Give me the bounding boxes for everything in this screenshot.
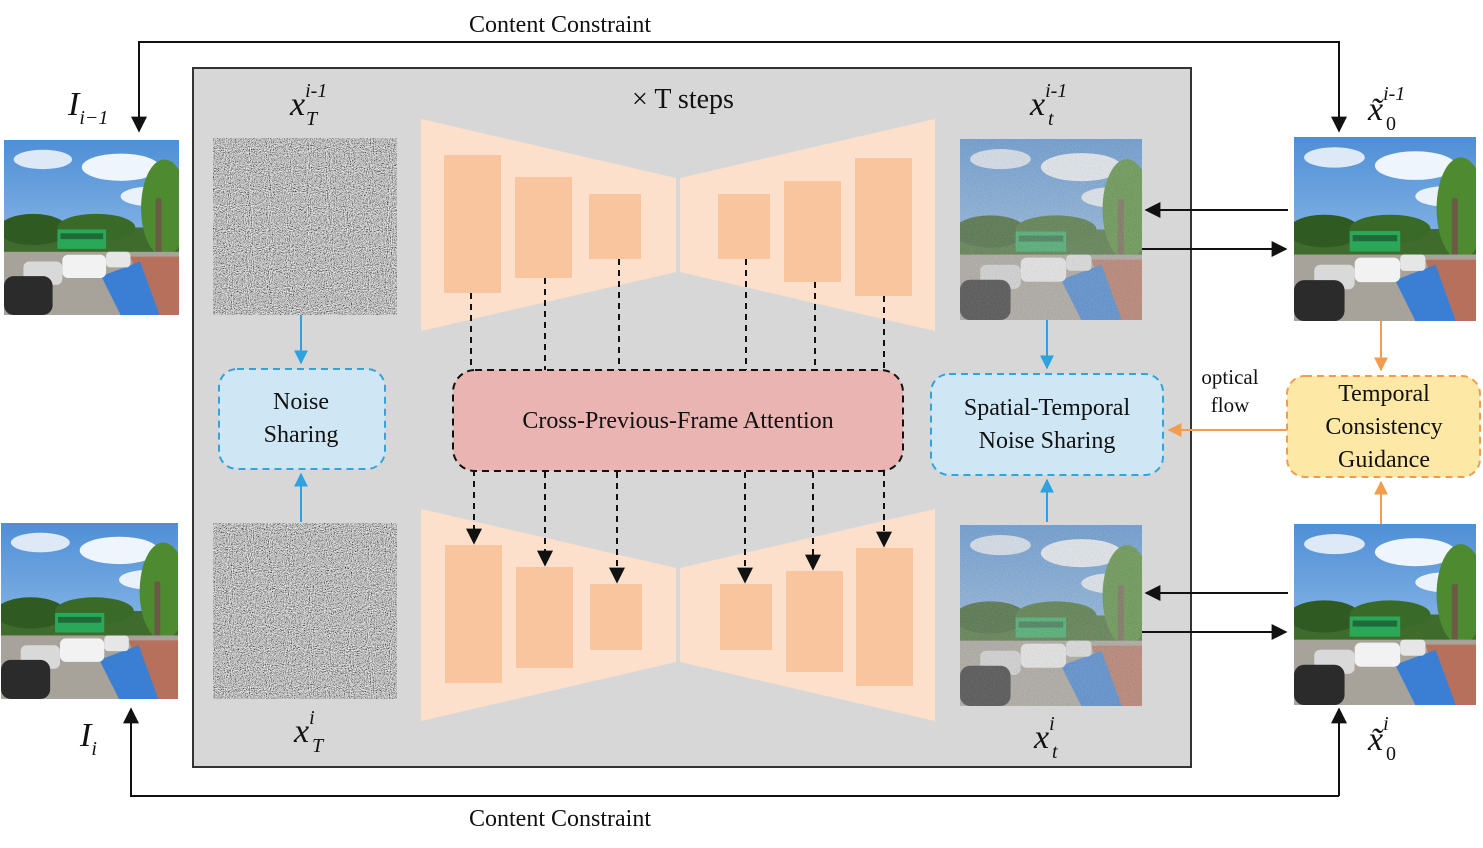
unet-block	[856, 548, 913, 686]
optical-flow-line2: flow	[1211, 393, 1250, 417]
unet-block	[445, 545, 502, 683]
noise-sharing-line2: Sharing	[264, 422, 339, 448]
optical-flow-line1: optical	[1201, 365, 1258, 389]
noisy-frame-cur	[960, 525, 1142, 706]
attention-outputs	[466, 470, 892, 584]
temporal-guidance-line2: Consistency	[1325, 414, 1442, 440]
bottom-constraint-arrow	[123, 707, 1339, 797]
noise-image-prev	[213, 138, 397, 315]
unet-block	[786, 571, 843, 672]
st-noise-sharing-box	[930, 373, 1164, 476]
unet-lower	[421, 509, 935, 721]
cross-attention-box	[452, 369, 904, 472]
output-frame-cur	[1294, 524, 1476, 705]
output-frame-prev	[1294, 137, 1476, 321]
temporal-guidance-box	[1286, 375, 1481, 478]
input-frame-prev	[4, 140, 179, 315]
attention-inputs	[470, 259, 885, 372]
unet-block	[589, 194, 641, 259]
unet-block	[720, 584, 772, 650]
temporal-guidance-line1: Temporal	[1338, 381, 1430, 407]
input-frame-cur	[1, 523, 178, 699]
unet-block	[444, 155, 501, 293]
unet-block	[784, 181, 841, 282]
unet-block	[516, 567, 573, 668]
noisy-frame-prev	[960, 139, 1142, 320]
unet-block	[515, 177, 572, 278]
unet-upper	[421, 119, 935, 331]
unet-block	[855, 158, 912, 296]
unet-block	[590, 584, 642, 650]
noise-sharing-line1: Noise	[273, 389, 329, 415]
label-I-cur: Ii	[79, 717, 97, 760]
temporal-guidance-line3: Guidance	[1338, 447, 1430, 473]
top-constraint-label: Content Constraint	[469, 12, 651, 38]
cross-attention-label: Cross-Previous-Frame Attention	[522, 408, 833, 434]
noise-sharing-box	[218, 368, 386, 470]
label-I-prev: Ii−1	[67, 86, 108, 129]
steps-label: × T steps	[632, 84, 734, 115]
st-noise-sharing-line1: Spatial-Temporal	[964, 395, 1131, 421]
unet-block	[718, 194, 770, 259]
st-noise-sharing-line2: Noise Sharing	[979, 428, 1116, 454]
noise-image-cur	[213, 523, 397, 699]
bottom-constraint-label: Content Constraint	[469, 806, 651, 832]
